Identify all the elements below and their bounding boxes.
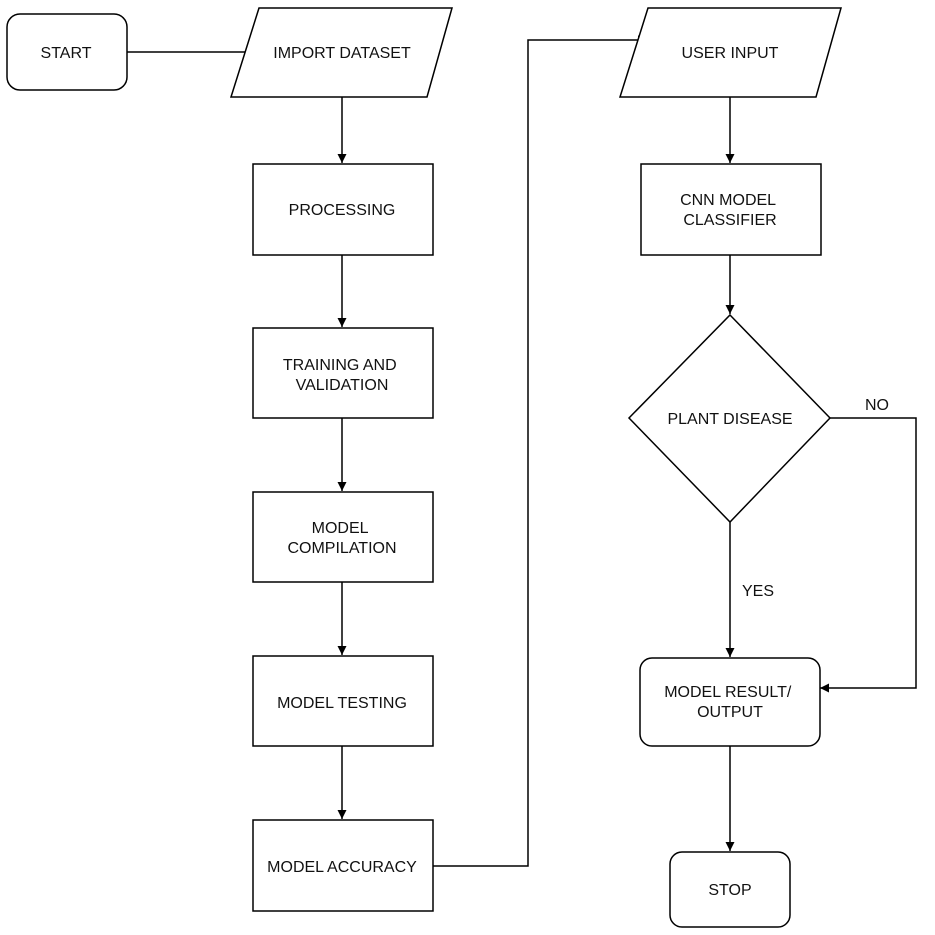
node-model-compilation: MODEL COMPILATION: [252, 491, 434, 583]
node-start-shape: [6, 13, 128, 91]
node-training-validation-label: TRAINING AND VALIDATION: [283, 357, 401, 394]
node-plant-disease-label: PLANT DISEASE: [667, 411, 792, 428]
edges: [127, 35, 917, 867]
node-model-testing-label: MODEL TESTING: [277, 695, 407, 712]
node-model-testing: MODEL TESTING: [252, 655, 434, 747]
node-import-dataset: IMPORT DATASET: [229, 7, 453, 98]
edge-label-yes: YES: [742, 583, 774, 600]
node-cnn-classifier: CNN MODEL CLASSIFIER: [640, 163, 822, 256]
node-user-input: USER INPUT: [618, 7, 842, 98]
node-model-accuracy-shape: [252, 819, 434, 912]
node-import-dataset-label: IMPORT DATASET: [273, 45, 411, 62]
node-model-result-shape: [639, 657, 821, 747]
edge-label-no: NO: [865, 397, 889, 414]
node-stop-label: STOP: [708, 882, 751, 899]
node-start: START: [6, 13, 128, 91]
node-training-validation-shape: [252, 327, 434, 419]
nodes: START IMPORT DATASET PROCESSING TRAINING…: [6, 7, 842, 928]
node-model-testing-shape: [252, 655, 434, 747]
node-start-label: START: [41, 45, 92, 62]
node-processing-shape: [252, 163, 434, 256]
node-model-accuracy-label: MODEL ACCURACY: [267, 859, 417, 876]
node-plant-disease-shape: [627, 313, 832, 524]
node-processing-label: PROCESSING: [289, 202, 396, 219]
node-cnn-classifier-label: CNN MODEL CLASSIFIER: [680, 192, 780, 229]
node-model-compilation-label: MODEL COMPILATION: [287, 520, 396, 557]
node-training-validation: TRAINING AND VALIDATION: [252, 327, 434, 419]
node-cnn-classifier-shape: [640, 163, 822, 256]
node-model-compilation-shape: [252, 491, 434, 583]
edge-plant-disease-no-to-model-result: [820, 417, 917, 693]
edge-model-accuracy-to-user-input: [433, 35, 647, 867]
node-import-dataset-shape: [229, 7, 453, 98]
node-model-result-label: MODEL RESULT/ OUTPUT: [664, 684, 796, 721]
node-user-input-label: USER INPUT: [682, 45, 779, 62]
node-stop-shape: [669, 851, 791, 928]
node-processing: PROCESSING: [252, 163, 434, 256]
node-plant-disease: PLANT DISEASE: [627, 313, 832, 524]
node-stop: STOP: [669, 851, 791, 928]
node-model-accuracy: MODEL ACCURACY: [252, 819, 434, 912]
node-model-result: MODEL RESULT/ OUTPUT: [639, 657, 821, 747]
node-user-input-shape: [618, 7, 842, 98]
